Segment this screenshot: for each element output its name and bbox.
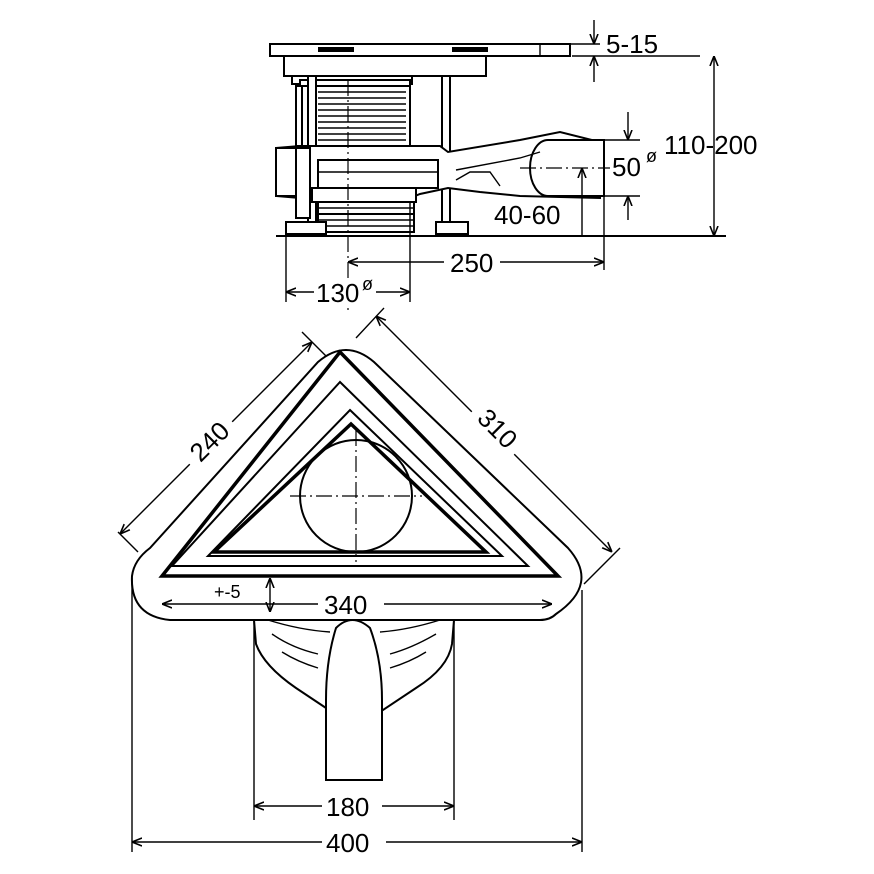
dim-340: 340 [324, 590, 367, 620]
dim-180: 180 [326, 792, 369, 822]
dim-130: 130 [316, 278, 359, 308]
dim-110-200: 110-200 [664, 130, 758, 160]
grate-frame [283, 55, 487, 77]
top-view: 240 310 +-5 340 180 400 [117, 307, 621, 858]
dim-40-60: 40-60 [494, 200, 561, 230]
dim-400: 400 [326, 828, 369, 858]
diameter-symbol-50: ø [646, 146, 657, 166]
side-view: 5-15 110-200 50 ø 40-60 250 130 ø [269, 20, 758, 310]
dim-250: 250 [450, 248, 493, 278]
dim-adjust: +-5 [214, 582, 241, 602]
outer-frame [130, 349, 583, 621]
body-ribs [299, 79, 411, 151]
dim-5-15: 5-15 [606, 29, 658, 59]
diameter-symbol-130: ø [362, 274, 373, 294]
grate-plate [269, 43, 571, 57]
dim-50: 50 [612, 152, 641, 182]
